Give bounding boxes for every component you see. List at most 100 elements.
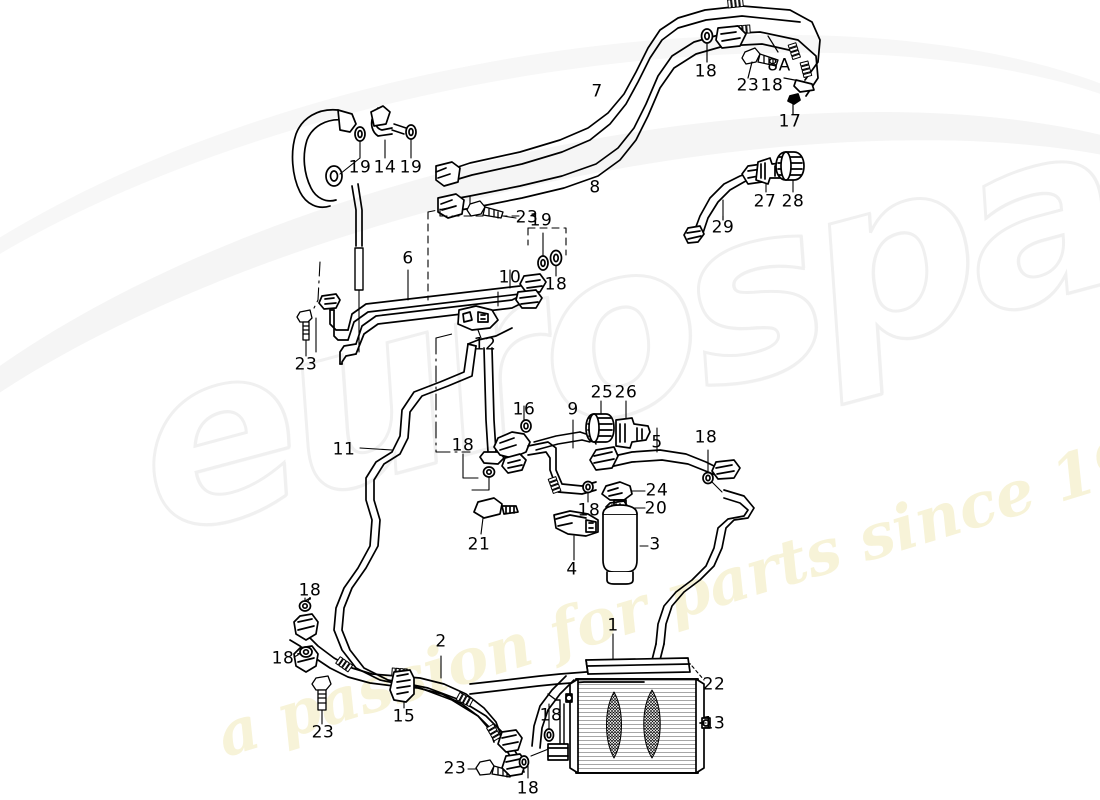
callout-number-14: 14 bbox=[373, 157, 397, 178]
callout-number-18: 18 bbox=[544, 274, 568, 295]
coupler-6-right bbox=[519, 273, 547, 293]
hose-9 bbox=[527, 441, 597, 495]
callout-number-28: 28 bbox=[781, 191, 805, 212]
callout-number-18: 18 bbox=[694, 61, 718, 82]
callout-number-18: 18 bbox=[539, 705, 563, 726]
oring-19-coupler bbox=[537, 255, 549, 271]
callout-number-23: 23 bbox=[443, 758, 467, 779]
callout-number-23: 23 bbox=[311, 722, 335, 743]
hose-7 bbox=[454, 5, 821, 181]
callout-number-27: 27 bbox=[753, 191, 777, 212]
fitting-17 bbox=[793, 79, 815, 93]
callout-number-29: 29 bbox=[711, 217, 735, 238]
oring-18-elbow-upper bbox=[298, 600, 312, 612]
grommet-19a bbox=[325, 165, 343, 187]
callout-number-11: 11 bbox=[332, 439, 356, 460]
bolt-23-left bbox=[296, 309, 313, 341]
callout-number-8: 8 bbox=[589, 177, 601, 198]
oring-18-hose9 bbox=[582, 480, 594, 494]
fitting-29-bottom bbox=[683, 225, 705, 244]
clip-upper-left bbox=[318, 293, 341, 310]
callout-number-23: 23 bbox=[294, 354, 318, 375]
oring-18-top bbox=[700, 28, 714, 44]
oring-19-mid bbox=[354, 126, 366, 142]
part-26-valve bbox=[615, 417, 651, 449]
callout-number-7: 7 bbox=[591, 81, 603, 102]
callout-number-15: 15 bbox=[392, 706, 416, 727]
callout-number-21: 21 bbox=[467, 534, 491, 555]
pipe-5-to-condenser bbox=[655, 489, 755, 645]
condenser-inlet-manifold bbox=[547, 699, 569, 761]
callout-number-3: 3 bbox=[649, 534, 661, 555]
oring-18-coupler bbox=[549, 249, 563, 267]
callout-number-10: 10 bbox=[498, 267, 522, 288]
callout-number-16: 16 bbox=[512, 399, 536, 420]
callout-number-8A: 8A bbox=[767, 55, 791, 76]
valve-block-16 bbox=[493, 431, 531, 474]
callout-number-18: 18 bbox=[760, 75, 784, 96]
elbow-18-upper bbox=[293, 613, 319, 641]
callout-number-26: 26 bbox=[614, 382, 638, 403]
clip-12 bbox=[457, 305, 499, 331]
callout-number-6: 6 bbox=[402, 248, 414, 269]
callout-number-2: 2 bbox=[435, 631, 447, 652]
bolt-23-lowleft bbox=[311, 675, 332, 711]
callout-number-5: 5 bbox=[651, 432, 663, 453]
callout-number-23: 23 bbox=[515, 207, 539, 228]
coupler-7-left bbox=[435, 161, 461, 187]
callout-number-25: 25 bbox=[590, 382, 614, 403]
pipe-11-branch bbox=[467, 327, 513, 345]
tube-6-return bbox=[329, 309, 349, 331]
callout-number-18: 18 bbox=[271, 648, 295, 669]
callout-number-19: 19 bbox=[348, 157, 372, 178]
fitting-24 bbox=[601, 481, 633, 501]
callout-number-18: 18 bbox=[694, 427, 718, 448]
callout-number-19: 19 bbox=[529, 210, 553, 231]
condenser-top-rail-22 bbox=[585, 657, 691, 675]
hose-8 bbox=[447, 31, 819, 213]
callout-number-24: 24 bbox=[645, 480, 669, 501]
oring-18-cond-lower bbox=[518, 755, 530, 769]
hose-5 bbox=[604, 449, 719, 477]
coupler-10-right bbox=[515, 289, 543, 309]
fitting-5-left bbox=[589, 446, 619, 471]
callout-number-18: 18 bbox=[577, 500, 601, 521]
callout-number-18: 18 bbox=[298, 580, 322, 601]
sensor-21 bbox=[473, 497, 519, 519]
callout-number-12: 12 bbox=[473, 334, 497, 355]
bracket-4 bbox=[553, 510, 599, 537]
callout-number-9: 9 bbox=[567, 399, 579, 420]
callout-number-17: 17 bbox=[778, 111, 802, 132]
tube-6 bbox=[347, 281, 529, 341]
callout-number-1: 1 bbox=[607, 615, 619, 636]
coupler-8-left bbox=[437, 193, 465, 219]
tube-19-vertical bbox=[351, 183, 364, 291]
hose-loop-19 bbox=[291, 108, 345, 209]
pipe-1-vert bbox=[531, 675, 575, 749]
callout-number-4: 4 bbox=[566, 559, 578, 580]
nut-17 bbox=[787, 93, 801, 105]
oring-18-cond-upper bbox=[543, 728, 555, 742]
receiver-drier-3 bbox=[602, 499, 638, 585]
screw-23-mid bbox=[466, 200, 504, 219]
oring-16 bbox=[520, 419, 532, 433]
elbow-cond-upper bbox=[497, 729, 523, 753]
part-25-filter bbox=[585, 413, 615, 443]
part-28 bbox=[775, 151, 805, 181]
condenser-13 bbox=[565, 678, 711, 774]
oring-19-right bbox=[405, 124, 417, 140]
callout-number-13: 13 bbox=[702, 713, 726, 734]
fitting-5-right bbox=[711, 459, 741, 480]
callout-number-18: 18 bbox=[451, 435, 475, 456]
callout-number-19: 19 bbox=[399, 157, 423, 178]
coupler-8A bbox=[715, 25, 747, 49]
screw-23-top bbox=[741, 47, 779, 67]
clip-15 bbox=[389, 669, 415, 703]
hose-14 bbox=[370, 105, 393, 137]
callout-number-22: 22 bbox=[702, 674, 726, 695]
callout-number-20: 20 bbox=[644, 498, 668, 519]
tube-10 bbox=[355, 295, 521, 355]
